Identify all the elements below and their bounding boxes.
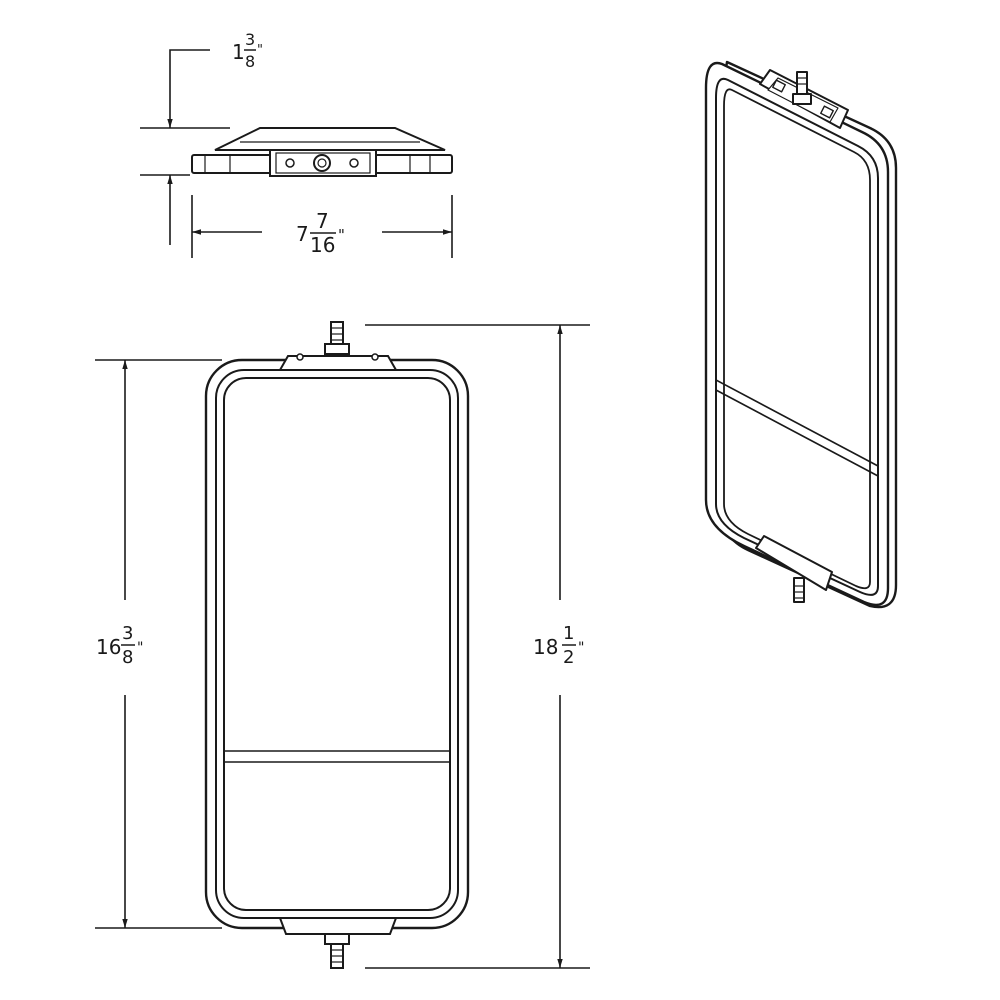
depth-unit: ": [257, 43, 263, 58]
glass-height-numerator: 3: [122, 623, 133, 644]
overall-height-dimension: [365, 324, 590, 969]
glass-height-unit: ": [137, 640, 143, 656]
overall-height-label: 18 1 2 ": [533, 623, 584, 668]
width-denominator: 16: [310, 233, 335, 257]
front-bottom-bracket: [278, 917, 398, 935]
glass-height-whole: 16: [96, 635, 121, 659]
iso-bottom-bracket: [755, 535, 833, 591]
depth-whole: 1: [232, 40, 245, 64]
isometric-view: [704, 60, 898, 609]
glass-height-denominator: 8: [122, 647, 133, 668]
width-dimension: [191, 195, 453, 258]
iso-bottom-stud: [793, 577, 805, 603]
glass-height-dimension: [95, 359, 222, 929]
depth-numerator: 3: [245, 30, 255, 49]
overall-height-whole: 18: [533, 635, 558, 659]
width-label: 7 7 16 ": [296, 209, 345, 257]
top-view: [191, 127, 453, 177]
iso-mirror-glass: [723, 88, 871, 590]
front-bottom-nut: [324, 933, 350, 945]
width-unit: ": [338, 226, 345, 244]
iso-top-nut: [792, 93, 812, 105]
top-view-screw-left: [285, 158, 295, 168]
front-view: [204, 321, 470, 969]
top-view-screw-right: [349, 158, 359, 168]
iso-convex-split: [715, 379, 879, 467]
front-top-bracket: [278, 355, 398, 371]
overall-height-denominator: 2: [563, 647, 574, 668]
front-top-nut: [324, 343, 350, 355]
overall-height-numerator: 1: [563, 623, 574, 644]
width-numerator: 7: [316, 209, 329, 233]
glass-height-label: 16 3 8 ": [96, 623, 143, 668]
depth-dimension: [140, 49, 230, 245]
front-mirror-glass: [223, 377, 451, 911]
width-whole: 7: [296, 222, 309, 246]
depth-denominator: 8: [245, 52, 255, 71]
depth-label: 1 3 8 ": [232, 30, 263, 71]
top-view-body-upper: [214, 127, 446, 151]
overall-height-unit: ": [578, 640, 584, 656]
